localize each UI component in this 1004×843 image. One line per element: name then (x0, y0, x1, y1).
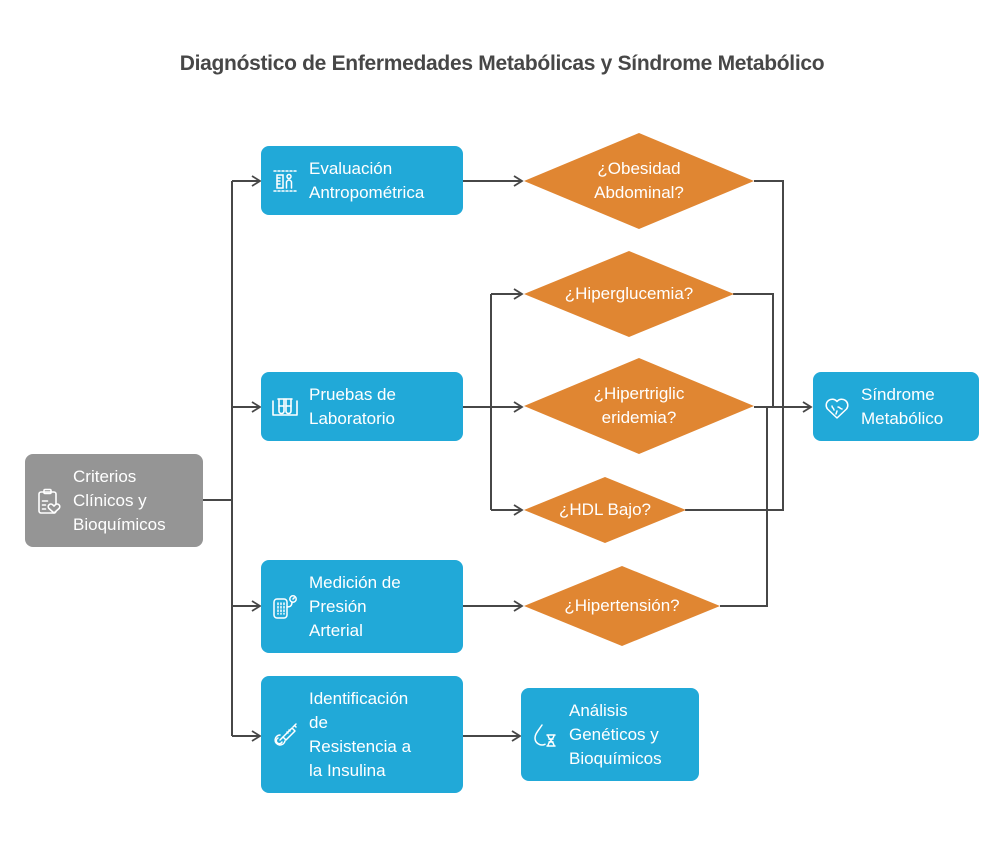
node-medicion-presion[interactable]: Medición de Presión Arterial (261, 560, 463, 653)
node-resistencia-insulina[interactable]: Identificación de Resistencia a la Insul… (261, 676, 463, 793)
node-analisis-geneticos[interactable]: Análisis Genéticos y Bioquímicos (521, 688, 699, 781)
diagram-title: Diagnóstico de Enfermedades Metabólicas … (179, 52, 825, 75)
clipboard-heart-icon (35, 487, 63, 515)
heart-brain-icon (823, 393, 851, 421)
decision-obesidad-abdominal[interactable]: ¿Obesidad Abdominal? (524, 133, 754, 229)
test-tubes-icon (271, 393, 299, 421)
connector-hiperglucemia-merge (733, 293, 774, 407)
node-label: Criterios Clínicos y Bioquímicos (73, 466, 166, 534)
node-label: Análisis Genéticos y Bioquímicos (569, 700, 662, 768)
node-label: Medición de Presión Arterial (309, 572, 401, 640)
body-measurement-icon (271, 167, 299, 195)
decision-label: ¿Hipertensión? (564, 596, 680, 615)
syringe-icon (271, 721, 299, 749)
node-label: Evaluación Antropométrica (309, 158, 425, 202)
decision-hdl-bajo[interactable]: ¿HDL Bajo? (524, 477, 686, 543)
decision-hipertension[interactable]: ¿Hipertensión? (524, 566, 720, 646)
diamond-shape (524, 133, 754, 229)
node-evaluacion-antropometrica[interactable]: Evaluación Antropométrica (261, 146, 463, 215)
node-pruebas-laboratorio[interactable]: Pruebas de Laboratorio (261, 372, 463, 441)
connector-hdl-merge (685, 407, 784, 511)
decision-label: ¿Hiperglucemia? (564, 284, 694, 303)
connector-obesidad-merge (754, 180, 784, 407)
node-label: Síndrome Metabólico (861, 384, 944, 428)
diamond-shape (524, 251, 734, 337)
decision-label: ¿Obesidad Abdominal? (594, 159, 684, 202)
decision-label: ¿HDL Bajo? (559, 500, 651, 519)
node-sindrome-metabolico[interactable]: Síndrome Metabólico (813, 372, 979, 441)
node-label: Identificación de Resistencia a la Insul… (309, 688, 412, 780)
decision-label: ¿Hipertriglic eridemia? (593, 384, 685, 427)
diamond-shape (524, 358, 754, 454)
node-criterios[interactable]: Criterios Clínicos y Bioquímicos (25, 454, 203, 547)
decision-hiperglucemia[interactable]: ¿Hiperglucemia? (524, 251, 734, 337)
diamond-shape (524, 477, 686, 543)
drop-dna-icon (531, 721, 559, 749)
decision-hipertrigliceridemia[interactable]: ¿Hipertriglic eridemia? (524, 358, 754, 454)
connector-hipertension-merge (720, 407, 768, 607)
node-label: Pruebas de Laboratorio (309, 384, 396, 428)
blood-pressure-cuff-icon (271, 593, 299, 621)
diamond-shape (524, 566, 720, 646)
